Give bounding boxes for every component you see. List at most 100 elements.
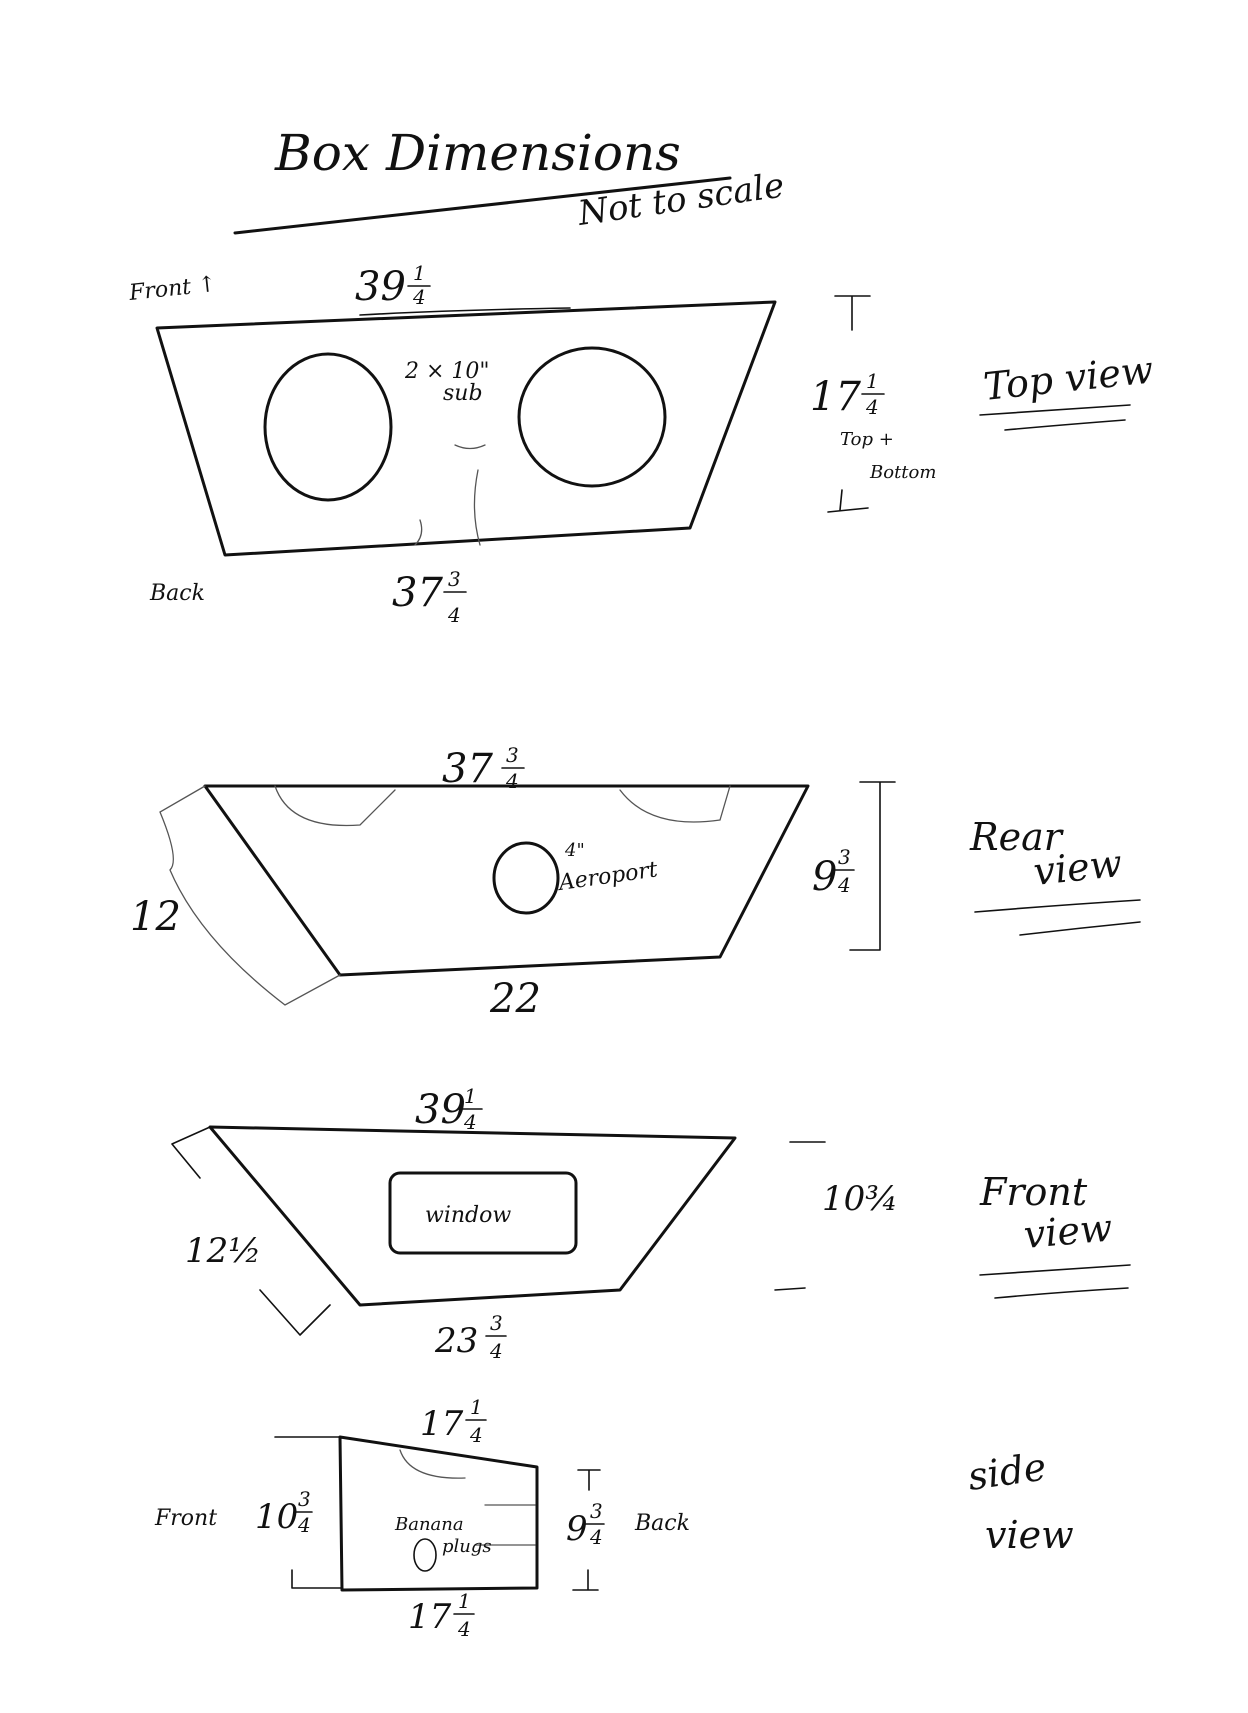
side-view: 17 1 4 17 1 4 Front 10 3 4 9 3 4 Back Ba…: [154, 1395, 1074, 1641]
banana-plugs-circle: [413, 1538, 437, 1572]
rear-view-top-width: 37 3 4: [442, 743, 525, 793]
front-view-top-width-den: 4: [463, 1110, 477, 1134]
side-view-label-line2: view: [985, 1513, 1074, 1557]
depth-tick-bottom: [827, 489, 869, 513]
rear-view-height-num: 3: [838, 845, 851, 869]
top-view-depth-dimension: 17 1 4 Top + Bottom: [810, 295, 936, 513]
front-view-bottom-width: 23 3 4: [434, 1311, 507, 1363]
top-view-label-underline: [979, 404, 1131, 431]
rear-view-height-dimension: 9 3 4: [812, 781, 896, 951]
side-view-bottom-length-whole: 17: [408, 1597, 452, 1637]
side-view-plugs-note: Banana plugs: [394, 1514, 492, 1557]
rear-view-port-note: 4" Aeroport: [555, 840, 659, 896]
side-view-top-length-den: 4: [469, 1423, 483, 1447]
rear-view-height-whole: 9: [812, 854, 837, 900]
top-view-back-width-whole: 37: [392, 570, 443, 616]
side-view-back-height-den: 4: [589, 1525, 603, 1549]
top-view-front-width-num: 1: [413, 261, 426, 285]
port-note-line2: Aeroport: [555, 857, 659, 896]
front-height-ticks: [774, 1141, 826, 1291]
side-view-back-height-num: 3: [590, 1499, 603, 1523]
side-view-front-height-num: 3: [298, 1487, 311, 1511]
side-view-front-height-den: 4: [297, 1513, 311, 1537]
side-view-inner-marks: [399, 1449, 536, 1546]
front-view-label-underline: [979, 1264, 1131, 1299]
subwoofer-right-circle: [517, 346, 667, 488]
top-view-front-label: Front ↑: [127, 272, 218, 306]
top-view-depth-whole: 17: [810, 374, 861, 420]
rear-view-outline: [203, 784, 810, 977]
side-view-front-label: Front: [154, 1506, 217, 1531]
front-view-bottom-width-den: 4: [489, 1339, 503, 1363]
front-view-outline: [208, 1125, 737, 1307]
side-view-label-line1: side: [965, 1444, 1049, 1498]
rear-height-bracket: [849, 781, 896, 951]
side-view-back-height: 9 3 4: [566, 1499, 605, 1549]
front-view: window 39 1 4 23 3 4 12½ 10¾ Front view: [171, 1084, 1131, 1363]
title: Box Dimensions: [274, 124, 681, 182]
side-view-back-label: Back: [634, 1511, 690, 1536]
side-view-label: side view: [965, 1444, 1074, 1557]
top-view-depth-den: 4: [865, 395, 879, 419]
side-view-bottom-length: 17 1 4: [408, 1589, 475, 1641]
title-underline: [233, 176, 732, 235]
rear-view-label: Rear view: [969, 815, 1141, 936]
side-view-bottom-length-den: 4: [457, 1617, 471, 1641]
side-view-bottom-length-num: 1: [458, 1589, 471, 1613]
front-view-top-width: 39 1 4: [415, 1084, 483, 1134]
side-view-back-height-whole: 9: [566, 1509, 588, 1549]
subwoofer-left-circle: [263, 352, 393, 502]
rear-view-label-underline: [974, 899, 1141, 936]
rear-view-bottom-width: 22: [489, 976, 541, 1022]
front-view-top-width-whole: 39: [415, 1087, 466, 1133]
front-view-top-width-num: 1: [464, 1084, 477, 1108]
front-view-label: Front view: [979, 1170, 1131, 1299]
side-front-bracket: [274, 1436, 343, 1589]
rear-view-slant: 12: [130, 894, 181, 940]
side-view-front-height: 10 3 4: [255, 1487, 313, 1537]
top-view-front-width-whole: 39: [355, 264, 406, 310]
sub-note-line1: 2 × 10": [404, 359, 490, 384]
side-view-top-length-whole: 17: [420, 1404, 464, 1444]
front-view-slant: 12½: [185, 1231, 261, 1271]
depth-note-line1: Top +: [840, 429, 894, 450]
rear-view-label-line1: Rear: [969, 815, 1065, 859]
rear-view-top-width-den: 4: [505, 769, 519, 793]
side-view-top-length-num: 1: [470, 1395, 483, 1419]
plugs-note-line1: Banana: [394, 1514, 464, 1535]
plugs-note-line2: plugs: [442, 1536, 492, 1557]
depth-tick-top: [834, 295, 871, 331]
side-view-top-length: 17 1 4: [420, 1395, 487, 1447]
rear-view-height-den: 4: [837, 873, 851, 897]
front-view-label-line2: view: [1022, 1205, 1114, 1257]
side-view-outline: [338, 1435, 539, 1592]
front-view-bottom-width-whole: 23: [434, 1321, 478, 1361]
top-view-center-mark: [414, 444, 486, 546]
front-view-bottom-width-num: 3: [490, 1311, 503, 1335]
rear-view-label-line2: view: [1031, 841, 1124, 894]
top-view-front-edge-mark: [359, 307, 571, 316]
top-view: Front ↑ 39 1 4 37 3 4 Back 2 × 10" sub 1…: [127, 261, 1155, 627]
top-view-label: Top view: [979, 347, 1155, 431]
top-view-front-width-den: 4: [412, 285, 426, 309]
top-view-back-width-den: 4: [447, 603, 461, 627]
rear-view: 37 3 4 22 12 4" Aeroport 9 3 4 Rear view: [130, 743, 1141, 1022]
front-view-slant-side: [171, 1126, 331, 1336]
front-view-label-line1: Front: [979, 1170, 1088, 1214]
window-label: window: [425, 1203, 511, 1228]
rear-view-slant-side: [159, 785, 341, 1006]
top-view-back-width: 37 3 4: [392, 567, 467, 627]
front-view-height: 10¾: [822, 1179, 898, 1219]
top-view-sub-note: 2 × 10" sub: [404, 359, 490, 406]
side-back-bracket: [572, 1469, 601, 1591]
top-view-back-label: Back: [149, 581, 205, 606]
top-view-depth-num: 1: [866, 369, 879, 393]
rear-view-top-width-whole: 37: [442, 746, 493, 792]
top-view-label-text: Top view: [981, 347, 1155, 409]
rear-view-bracing: [274, 785, 731, 827]
aeroport-circle: [492, 841, 560, 915]
top-view-back-width-num: 3: [448, 567, 461, 591]
front-view-height-dimension: 10¾: [774, 1141, 898, 1291]
rear-view-top-width-num: 3: [506, 743, 519, 767]
port-note-line1: 4": [564, 840, 585, 861]
